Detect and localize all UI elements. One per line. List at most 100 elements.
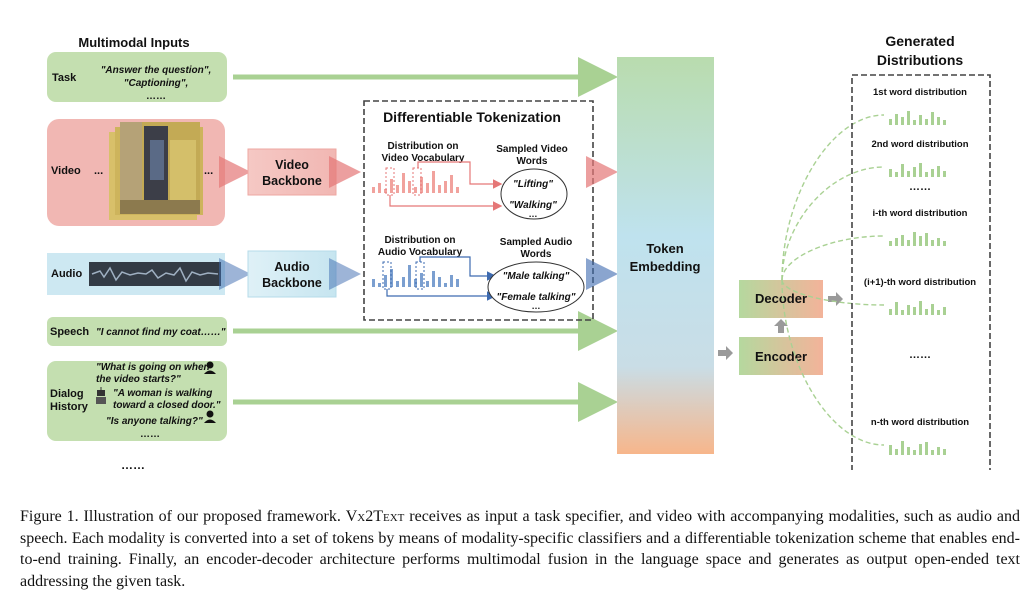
distribution-bar (937, 238, 940, 246)
vocab-bar (438, 277, 441, 287)
distribution-bar (907, 171, 910, 177)
encoder-block (739, 337, 823, 375)
video-sample-highlight-1 (385, 167, 395, 196)
vocab-bar (426, 281, 429, 287)
user-icon (204, 410, 216, 423)
video-sample-arrow-2 (389, 195, 503, 211)
audio-backbone-box (247, 250, 337, 298)
audio-words-ellipse (487, 261, 585, 313)
distribution-bar (895, 172, 898, 177)
distribution-bar (943, 120, 946, 125)
video-sample-highlight-2 (412, 167, 422, 196)
distribution-bar (931, 112, 934, 125)
decoder-block (739, 280, 823, 318)
audio-words-title-1: Sampled Audio (500, 237, 572, 248)
decoder-output-link (781, 235, 885, 281)
distribution-bar (895, 449, 898, 455)
task-box (47, 52, 227, 102)
distribution-bar (919, 301, 922, 315)
distribution-bar (943, 171, 946, 177)
distribution-bar (895, 114, 898, 125)
video-dots-left: ... (94, 165, 103, 177)
decoder-to-outputs-arrow (828, 292, 843, 306)
distribution-bar (919, 163, 922, 177)
outputs-title-2: Distributions (877, 52, 964, 68)
video-words-title-2: Words (517, 156, 548, 167)
output-label: i-th word distribution (873, 208, 968, 219)
audio-dist-label-2: Audio Vocabulary (378, 247, 463, 258)
dialog-box (47, 361, 227, 441)
dialog-utt1-line1: "What is going on when (96, 362, 210, 373)
output-label: n-th word distribution (871, 417, 969, 428)
dialog-utt3-line1: "Is anyone talking?" (106, 416, 203, 427)
distribution-bar (931, 450, 934, 455)
speech-box (47, 317, 227, 346)
distribution-bar (889, 445, 892, 455)
distribution-bar (931, 304, 934, 315)
vocab-bar (450, 275, 453, 287)
decoder-output-link (781, 114, 885, 281)
audio-word-more: … (532, 301, 541, 311)
distribution-bar (937, 447, 940, 455)
vocab-bar (372, 187, 375, 193)
figure-caption: Figure 1. Illustration of our proposed f… (20, 506, 1020, 592)
vocab-bar (414, 187, 417, 193)
decoder-output-curves (781, 114, 885, 446)
audio-sample-highlight-1 (382, 261, 392, 290)
distribution-bar (931, 240, 934, 246)
distribution-bar (901, 235, 904, 246)
vocab-bar (378, 283, 381, 287)
vocab-bar (450, 175, 453, 193)
distribution-bar (943, 449, 946, 455)
vocab-bar (396, 281, 399, 287)
video-distribution-chart (372, 171, 459, 193)
inputs-more: …… (121, 458, 145, 470)
vocab-bar (438, 185, 441, 193)
video-backbone-label-2: Backbone (262, 174, 322, 188)
output-label: (i+1)-th word distribution (864, 277, 976, 288)
vocab-bar (408, 181, 411, 193)
distribution-bar (925, 309, 928, 315)
distribution-bar (943, 307, 946, 315)
distribution-bar (925, 442, 928, 455)
inputs-title: Multimodal Inputs (78, 35, 189, 50)
distribution-bar (889, 241, 892, 246)
video-frames-image (109, 122, 203, 220)
tokenization-title: Differentiable Tokenization (383, 109, 561, 125)
vocab-bar (426, 183, 429, 193)
output-label: 2nd word distribution (871, 139, 968, 150)
audio-sample-arrow-1 (419, 256, 497, 281)
vocab-bar (378, 183, 381, 193)
vocab-bar (432, 271, 435, 287)
video-word-1: "Lifting" (513, 179, 553, 190)
embedding-to-encoder-arrow (718, 346, 733, 360)
caption-prefix: Figure 1. Illustration of our proposed f… (20, 508, 346, 525)
token-embedding-label-2: Embedding (630, 259, 701, 274)
distribution-bar (913, 120, 916, 125)
distribution-bar (925, 119, 928, 125)
outputs-ellipsis: …… (909, 349, 931, 361)
task-text-3: …… (146, 91, 166, 102)
speech-label: Speech (50, 326, 89, 338)
distribution-bar (931, 169, 934, 177)
task-text-1: "Answer the question", (101, 65, 212, 76)
token-embedding-block (617, 57, 714, 454)
dialog-label-1: Dialog (50, 388, 84, 400)
distribution-bar (901, 117, 904, 125)
dialog-utt1-line2: the video starts?" (96, 374, 181, 385)
distribution-bar (907, 111, 910, 125)
distribution-bar (907, 305, 910, 315)
vocab-bar (432, 171, 435, 193)
caption-body: receives as input a task specifier, and … (20, 508, 1021, 590)
audio-sample-arrow-2 (386, 289, 497, 301)
audio-label: Audio (51, 268, 82, 280)
video-backbone-label-1: Video (275, 158, 309, 172)
vocab-bar (396, 185, 399, 193)
distribution-bar (907, 240, 910, 246)
waveform-trace (91, 266, 219, 283)
vocab-bar (420, 273, 423, 287)
vocab-bar (390, 179, 393, 193)
framework-diagram: Multimodal Inputs Task "Answer the quest… (47, 33, 991, 470)
dialog-more: …… (140, 429, 160, 440)
